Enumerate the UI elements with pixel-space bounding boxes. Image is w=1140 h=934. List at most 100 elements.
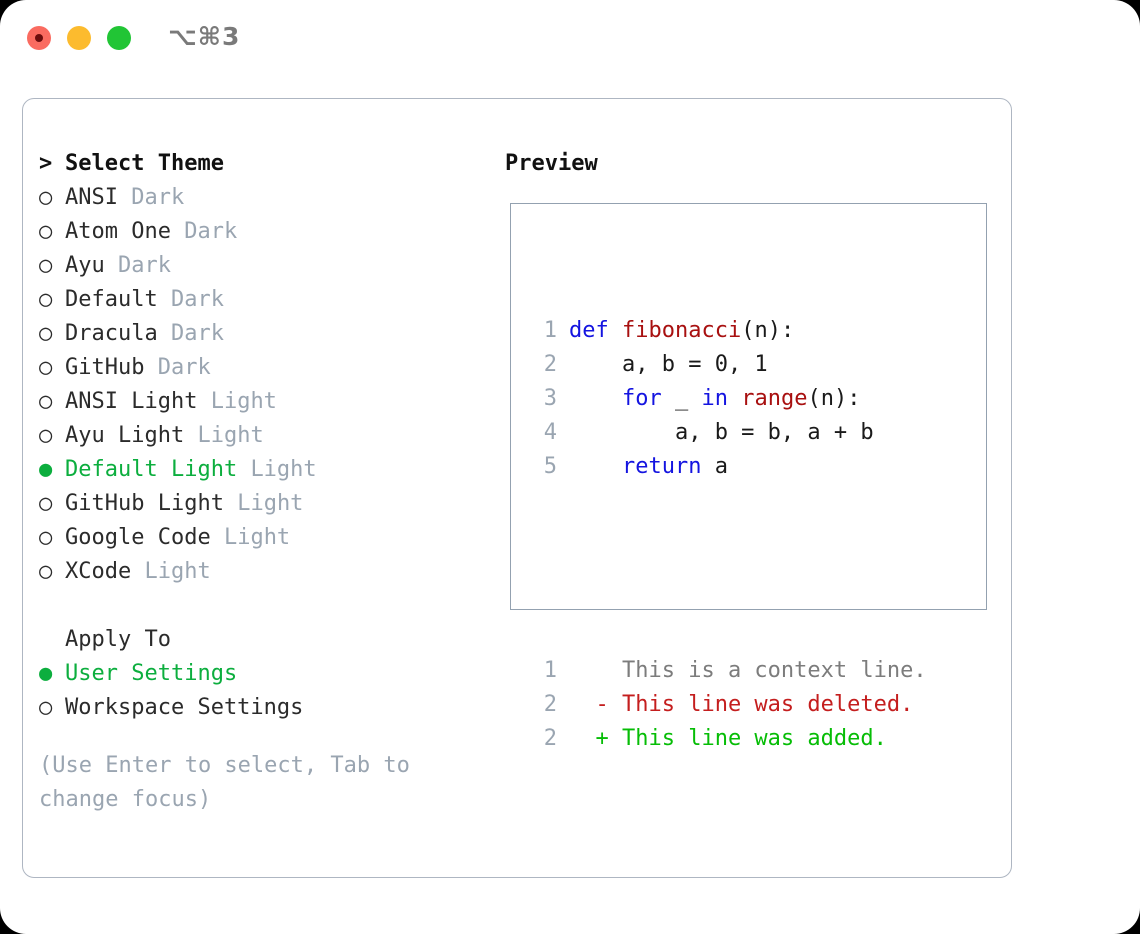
theme-label-gap bbox=[118, 185, 131, 210]
code-line: 3 for _ in range(n): bbox=[527, 382, 927, 416]
diff-text: This line was added. bbox=[621, 726, 887, 751]
theme-list-item[interactable]: ○Default Dark bbox=[39, 283, 489, 317]
title-bar: ⌥⌘3 bbox=[0, 0, 1140, 78]
code-token: a bbox=[701, 454, 728, 479]
theme-name-label: XCode bbox=[65, 559, 132, 584]
theme-list-item[interactable]: ○ANSI Dark bbox=[39, 181, 489, 215]
theme-list-item[interactable]: ○Dracula Dark bbox=[39, 317, 489, 351]
radio-unselected-icon[interactable]: ○ bbox=[39, 695, 53, 720]
apply-to-heading-label: Apply To bbox=[65, 627, 171, 652]
radio-unselected-icon[interactable]: ○ bbox=[39, 525, 53, 550]
line-number: 2 bbox=[543, 692, 557, 717]
line-number: 4 bbox=[543, 420, 557, 445]
theme-list-item[interactable]: ○GitHub Light Light bbox=[39, 487, 489, 521]
radio-unselected-icon[interactable]: ○ bbox=[39, 389, 53, 414]
theme-category-label: Light bbox=[197, 423, 264, 448]
keyboard-shortcut-label: ⌥⌘3 bbox=[168, 22, 241, 51]
code-line: 4 a, b = b, a + b bbox=[527, 416, 927, 450]
theme-category-label: Dark bbox=[118, 253, 171, 278]
theme-category-label: Light bbox=[223, 525, 291, 550]
prompt-caret-icon: > bbox=[39, 151, 53, 176]
diff-marker: + bbox=[569, 726, 622, 751]
diff-marker bbox=[569, 658, 622, 683]
theme-list-item[interactable]: ○Atom One Dark bbox=[39, 215, 489, 249]
theme-list-item[interactable]: ○ Ayu Light Light bbox=[39, 419, 489, 453]
radio-selected-icon[interactable]: ● bbox=[39, 457, 53, 482]
zoom-button-icon[interactable] bbox=[107, 26, 131, 50]
theme-name-label: Atom One bbox=[65, 219, 171, 244]
diff-text: This line was deleted. bbox=[621, 692, 914, 717]
theme-list-item[interactable]: ○ GitHub Dark bbox=[39, 351, 489, 385]
radio-unselected-icon[interactable]: ○ bbox=[39, 559, 53, 584]
theme-name-label: ANSI Light bbox=[65, 389, 198, 414]
code-line: 5 return a bbox=[527, 450, 927, 484]
theme-category-label: Dark bbox=[170, 287, 224, 312]
theme-name-label: Ayu Light bbox=[65, 423, 185, 448]
line-number: 3 bbox=[543, 386, 557, 411]
select-theme-heading: > Select Theme bbox=[39, 147, 489, 181]
line-number: 1 bbox=[543, 318, 557, 343]
line-number: 2 bbox=[543, 352, 557, 377]
theme-list-item[interactable]: ● Default Light Light bbox=[39, 453, 489, 487]
code-blank-line bbox=[527, 552, 927, 586]
theme-category-label: Dark bbox=[131, 185, 185, 210]
theme-category-label: Light bbox=[144, 559, 211, 584]
theme-list-item[interactable]: ○ ANSI Light Light bbox=[39, 385, 489, 419]
code-token: (n): bbox=[807, 386, 861, 411]
radio-unselected-icon[interactable]: ○ bbox=[39, 491, 53, 516]
theme-picker-panel: >Select Theme ○ANSI Dark○Atom One Dark○A… bbox=[22, 98, 1012, 878]
theme-category-label: Dark bbox=[170, 321, 224, 346]
code-token bbox=[569, 386, 622, 411]
apply-to-label: Workspace Settings bbox=[65, 695, 304, 720]
theme-label-gap bbox=[105, 253, 118, 278]
code-token: in bbox=[701, 386, 742, 411]
theme-list-item[interactable]: ○ Google Code Light bbox=[39, 521, 489, 555]
code-token: return bbox=[621, 454, 702, 479]
radio-unselected-icon[interactable]: ○ bbox=[39, 219, 53, 244]
radio-unselected-icon[interactable]: ○ bbox=[39, 355, 53, 380]
code-line: 2 a, b = 0, 1 bbox=[527, 348, 927, 382]
theme-name-label: Google Code bbox=[65, 525, 211, 550]
theme-name-label: Default Light bbox=[65, 457, 238, 482]
theme-name-label: GitHub bbox=[65, 355, 145, 380]
radio-unselected-icon[interactable]: ○ bbox=[39, 253, 53, 278]
theme-label-gap bbox=[171, 219, 184, 244]
code-token: a, b = b, a + b bbox=[569, 420, 874, 445]
theme-name-label: Ayu bbox=[65, 253, 105, 278]
theme-category-label: Light bbox=[210, 389, 277, 414]
theme-label-gap bbox=[211, 525, 224, 550]
theme-label-gap bbox=[197, 389, 210, 414]
theme-list-item[interactable]: ○ Ayu Dark bbox=[39, 249, 489, 283]
diff-marker: - bbox=[569, 692, 622, 717]
theme-label-gap bbox=[131, 559, 144, 584]
diff-text: This is a context line. bbox=[621, 658, 927, 683]
radio-unselected-icon[interactable]: ○ bbox=[39, 423, 53, 448]
code-token: _ bbox=[661, 386, 702, 411]
theme-category-label: Dark bbox=[157, 355, 211, 380]
hint-spacer bbox=[39, 725, 489, 749]
radio-unselected-icon[interactable]: ○ bbox=[39, 287, 53, 312]
diff-line: 1 This is a context line. bbox=[527, 654, 927, 688]
radio-unselected-icon[interactable]: ○ bbox=[39, 321, 53, 346]
radio-unselected-icon[interactable]: ○ bbox=[39, 185, 53, 210]
apply-to-item[interactable]: ●User Settings bbox=[39, 657, 489, 691]
apply-to-heading: Apply To bbox=[39, 623, 489, 657]
preview-heading: Preview bbox=[505, 151, 598, 176]
theme-category-label: Light bbox=[250, 457, 317, 482]
apply-to-item[interactable]: ○ Workspace Settings bbox=[39, 691, 489, 725]
apply-to-indent bbox=[39, 623, 65, 657]
close-button-icon[interactable] bbox=[27, 26, 51, 50]
theme-label-gap bbox=[144, 355, 157, 380]
radio-selected-icon[interactable]: ● bbox=[39, 661, 53, 686]
theme-label-gap bbox=[184, 423, 197, 448]
code-token: for bbox=[621, 386, 662, 411]
select-theme-heading-label: Select Theme bbox=[65, 151, 224, 176]
minimize-button-icon[interactable] bbox=[67, 26, 91, 50]
theme-category-label: Light bbox=[237, 491, 304, 516]
line-number: 2 bbox=[543, 726, 557, 751]
theme-list-item[interactable]: ○ XCode Light bbox=[39, 555, 489, 589]
